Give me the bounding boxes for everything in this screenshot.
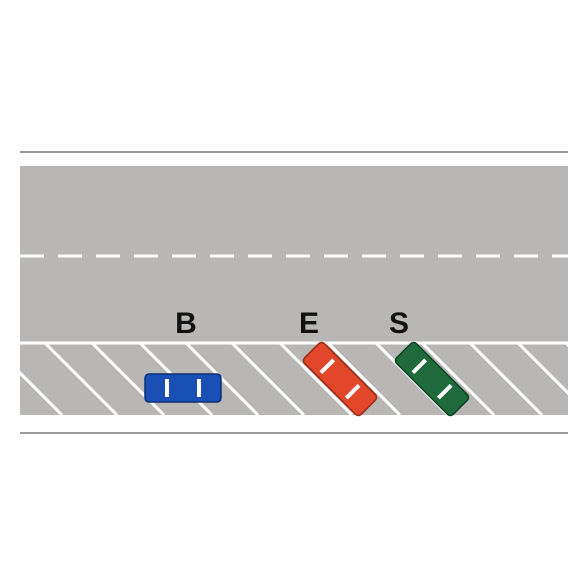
car-s-window-front <box>436 383 453 400</box>
parking-stall-line <box>564 341 568 348</box>
parking-stall-line <box>43 341 119 415</box>
road-surface <box>20 166 568 415</box>
car-e-window-rear <box>319 358 336 375</box>
car-b-body <box>144 373 222 403</box>
car-s-body <box>394 341 470 417</box>
car-label-s: S <box>389 307 409 340</box>
parking-stall-line <box>468 341 544 415</box>
parking-stall-line <box>326 341 402 415</box>
parking-stall-line <box>20 370 64 415</box>
car-label-b: B <box>175 307 197 340</box>
bottom-road-edge-line <box>20 432 568 434</box>
car-s-window-rear <box>411 358 428 375</box>
parking-stall-line <box>90 341 166 415</box>
parking-stall-line <box>516 341 568 396</box>
parking-stall-line <box>230 341 306 415</box>
car-e <box>302 341 378 417</box>
car-e-window-front <box>344 383 361 400</box>
car-b <box>144 373 222 403</box>
parking-stall-line <box>278 341 354 415</box>
car-s <box>394 341 470 417</box>
car-e-body <box>302 341 378 417</box>
parking-stall-line <box>184 341 260 415</box>
top-road-edge-line <box>20 151 568 153</box>
car-b-window-rear <box>165 379 169 397</box>
parking-stall-line <box>420 341 496 415</box>
car-b-window-front <box>197 379 201 397</box>
car-label-e: E <box>299 307 319 340</box>
